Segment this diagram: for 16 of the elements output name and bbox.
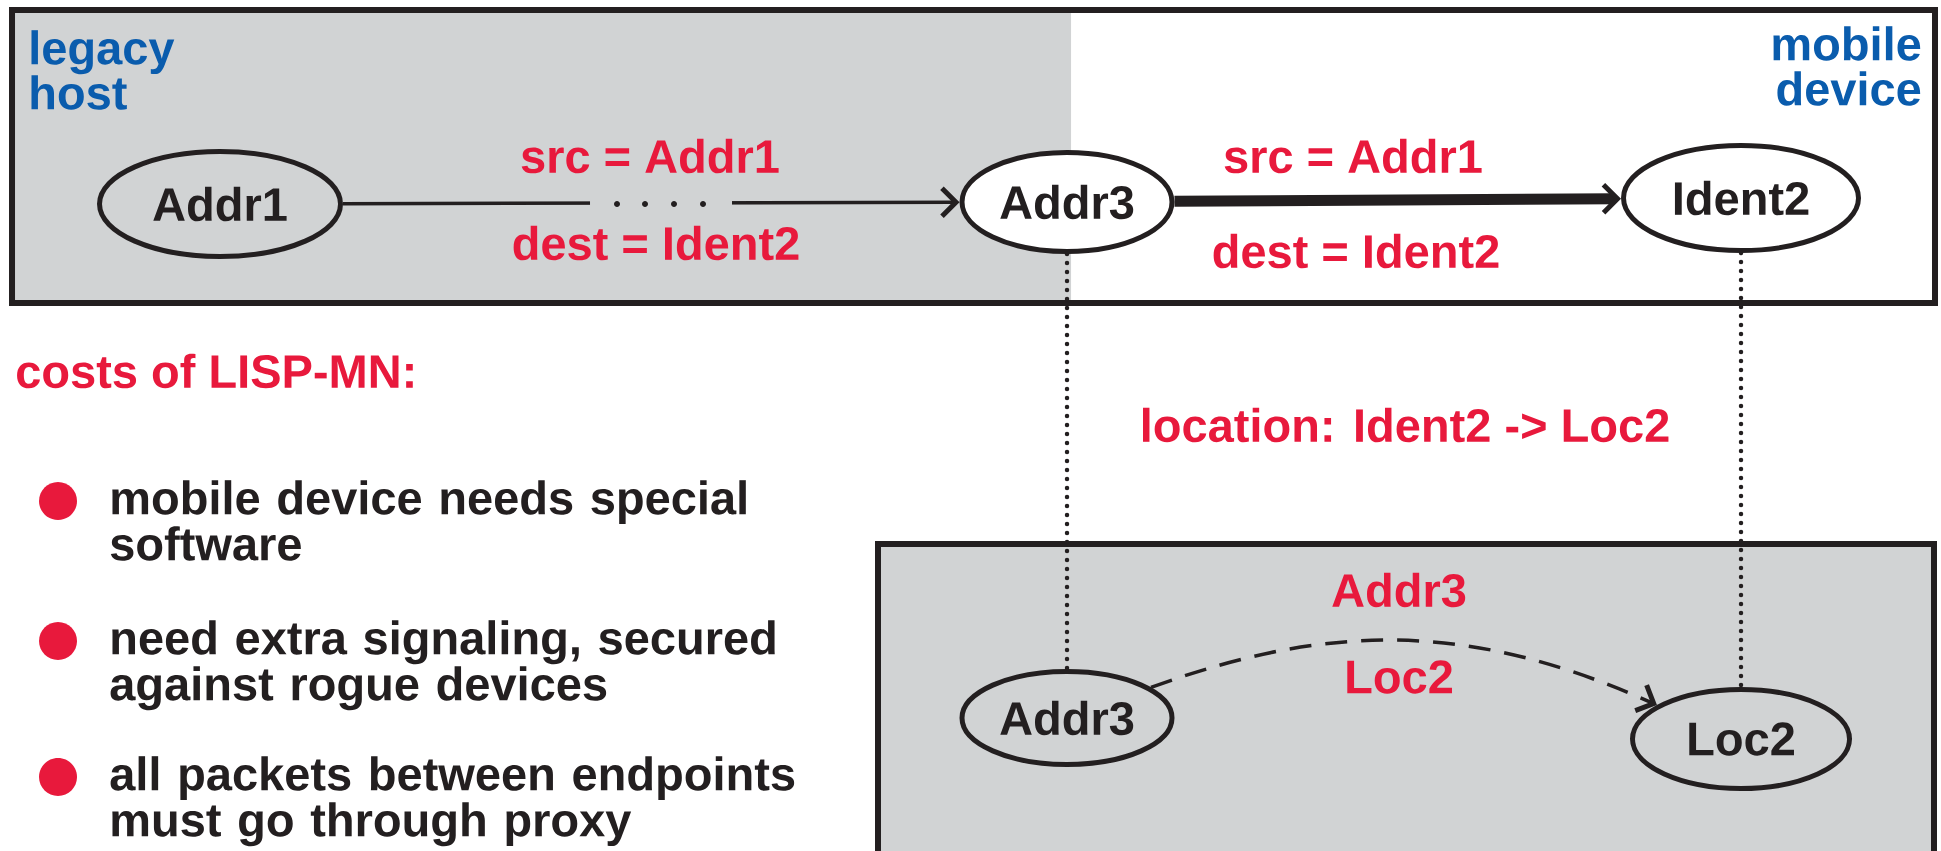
bullet-text: mobile device needs special software [110,480,746,561]
arrow [1150,638,1657,714]
note: location: Ident2 -> Loc2 [1143,407,1669,443]
bullet-text: need extra signaling, secured against rogue devices [110,620,775,711]
bullet-text: all packets between endpoints must go through proxy [110,756,795,847]
connector [1738,250,1744,690]
heading: costs of LISP-MN: [17,353,413,389]
edge-label: src = Addr1 [518,136,782,176]
edge-label: Addr3 [1329,570,1469,610]
node-label: mobile device [1773,26,1921,106]
line-note: dest = Ident2 [1213,233,1499,269]
connector [1064,251,1070,672]
line-note: Loc2 [1347,660,1452,694]
edge-label: src = Addr1 [1221,136,1485,176]
arrow [1174,183,1622,215]
line-note: dest = Ident2 [513,225,799,261]
